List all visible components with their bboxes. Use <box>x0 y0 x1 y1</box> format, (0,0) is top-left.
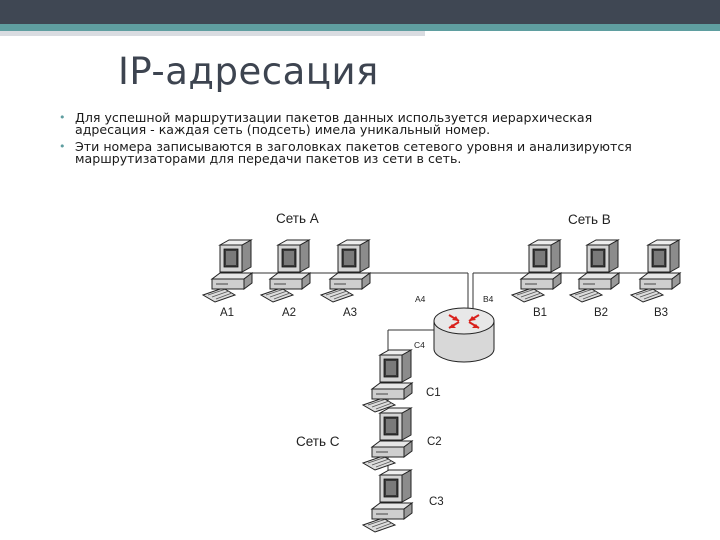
host-label-b2: В2 <box>594 307 608 319</box>
computer-icon-c1 <box>362 349 413 413</box>
host-label-c1: С1 <box>426 387 441 399</box>
port-label-c4: С4 <box>414 340 425 350</box>
host-label-a1: А1 <box>220 307 234 319</box>
computer-icon-a2 <box>260 239 311 303</box>
top-light-stripe <box>0 31 425 36</box>
computer-icon-a3 <box>320 239 371 303</box>
router-icon <box>433 307 495 363</box>
port-label-a4: А4 <box>415 294 426 304</box>
bullet-text: Для успешной маршрутизации пакетов данны… <box>75 110 593 138</box>
bullet-icon: • <box>59 111 66 124</box>
bullet-item: • Для успешной маршрутизации пакетов данн… <box>58 110 658 138</box>
computer-icon-c3 <box>362 469 413 533</box>
network-label-c: Сеть С <box>296 434 340 449</box>
top-accent-stripe <box>0 24 720 31</box>
host-label-c2: С2 <box>427 436 442 448</box>
bullet-text: Эти номера записываются в заголовках пак… <box>75 138 632 166</box>
network-label-a: Сеть А <box>276 211 319 226</box>
host-label-a2: А2 <box>282 307 296 319</box>
bullet-item: • Эти номера записываются в заголовках па… <box>58 138 658 166</box>
port-label-b4: В4 <box>483 294 494 304</box>
bullet-icon: • <box>59 139 66 153</box>
computer-icon-b3 <box>630 239 681 303</box>
host-label-c3: С3 <box>429 496 444 508</box>
computer-icon-c2 <box>362 407 413 471</box>
computer-icon-b1 <box>511 239 562 303</box>
top-bar <box>0 0 720 24</box>
host-label-b1: В1 <box>533 307 547 319</box>
bullet-list: • Для успешной маршрутизации пакетов данн… <box>58 110 658 169</box>
host-label-a3: А3 <box>343 307 357 319</box>
slide-title: IP-адресация <box>118 50 379 93</box>
computer-icon-a1 <box>202 239 253 303</box>
computer-icon-b2 <box>569 239 620 303</box>
host-label-b3: В3 <box>654 307 668 319</box>
network-label-b: Сеть В <box>568 212 611 227</box>
